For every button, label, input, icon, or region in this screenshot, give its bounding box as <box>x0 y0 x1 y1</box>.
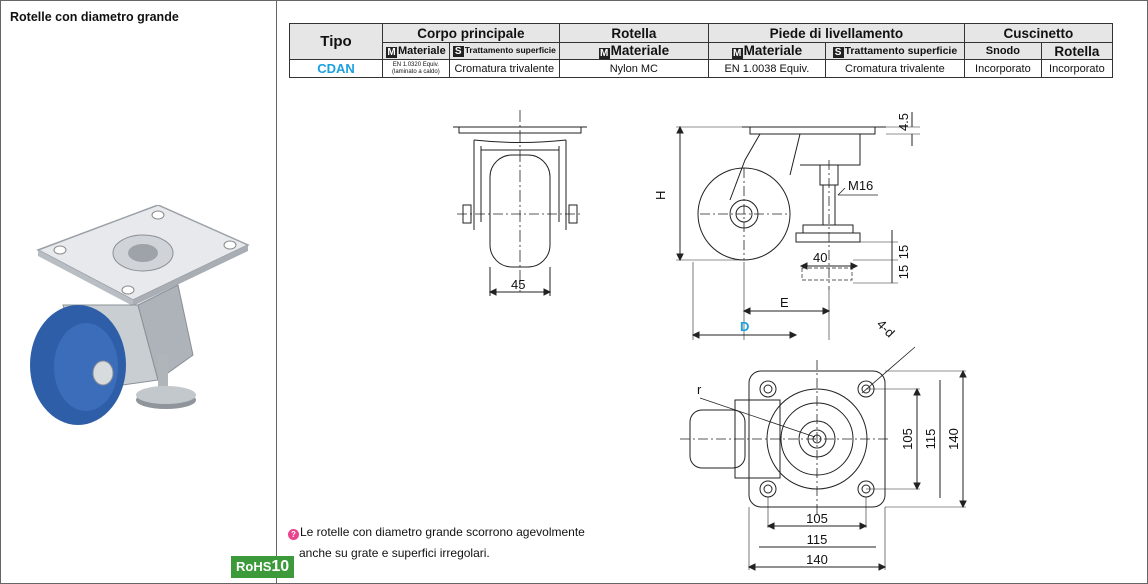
lightbulb-icon: ? <box>288 529 299 540</box>
dim-height: H <box>653 191 668 200</box>
dim-plate-v2: 115 <box>923 429 938 450</box>
group-rotella: Rotella <box>558 23 709 43</box>
spec-table: Tipo Corpo principale Rotella Piede di l… <box>289 23 1113 78</box>
dim-plate-v1: 105 <box>900 428 915 450</box>
group-cuscinetto: Cuscinetto <box>963 23 1113 43</box>
dim-holes: 4-d <box>874 317 898 341</box>
feature-note: ?Le rotelle con diametro grande scorrono… <box>288 522 585 564</box>
dim-radius: r <box>697 382 702 397</box>
col-snodo: Snodo <box>963 42 1042 60</box>
dim-thread: M16 <box>848 178 873 193</box>
material-marker: M <box>731 48 743 59</box>
dim-plate-h1: 105 <box>806 511 828 526</box>
cell-piede-materiale: EN 1.0038 Equiv. <box>707 59 826 78</box>
col-tipo: Tipo <box>289 23 383 60</box>
section-title: Rotelle con diametro grande <box>10 10 179 24</box>
dim-offset-e: E <box>780 295 789 310</box>
note-line-2: anche su grate e superfici irregolari. <box>299 546 490 560</box>
dim-pad-dia: 40 <box>813 250 827 265</box>
dim-pad-thickness: 15 <box>896 265 911 279</box>
dim-plate-v3: 140 <box>946 428 961 450</box>
material-marker: M <box>598 48 610 59</box>
dim-front-width: 45 <box>511 277 525 292</box>
dim-plate-h3: 140 <box>806 552 828 567</box>
dim-stroke: 15 <box>896 245 911 259</box>
rohs-badge-prefix: RoHS <box>236 559 272 574</box>
surface-marker: S <box>452 46 464 57</box>
group-piede: Piede di livellamento <box>707 23 965 43</box>
caster-photo <box>30 205 250 425</box>
cell-corpo-trattamento: Cromatura trivalente <box>448 59 560 78</box>
cell-rotella: Incorporato <box>1040 59 1113 78</box>
cell-tipo: CDAN <box>289 59 383 78</box>
material-marker: M <box>386 46 397 58</box>
surface-marker: S <box>832 46 844 58</box>
top-view: r 4-d 105 115 140 105 115 140 <box>680 317 967 571</box>
dim-plate-h2: 115 <box>807 532 828 547</box>
group-corpo: Corpo principale <box>382 23 560 43</box>
front-view: 45 <box>453 110 587 296</box>
col-rotella: Rotella <box>1040 42 1113 60</box>
table-row: CDAN EN 1.0320 Equiv.(laminato a caldo) … <box>289 59 1113 78</box>
product-panel: Rotelle con diametro grande RoHS10 <box>0 0 295 584</box>
side-view: 4.5 M16 H 15 15 40 E <box>653 112 920 340</box>
cell-corpo-materiale: EN 1.0320 Equiv.(laminato a caldo) <box>382 59 450 78</box>
rohs-badge-number: 10 <box>271 558 290 575</box>
note-line-1: Le rotelle con diametro grande scorrono … <box>300 525 585 539</box>
dim-top-gap: 4.5 <box>896 113 911 131</box>
rohs-badge: RoHS10 <box>231 556 295 578</box>
dim-offset-d: D <box>740 319 749 334</box>
